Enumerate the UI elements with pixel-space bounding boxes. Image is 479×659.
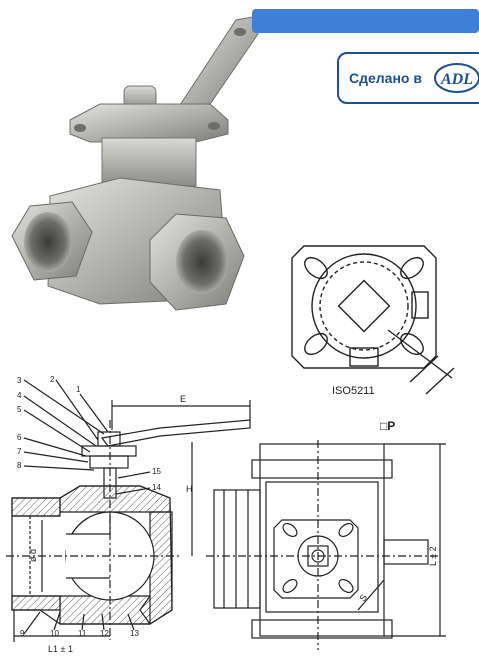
callout-4: 4	[17, 391, 22, 400]
callout-13: 13	[130, 629, 139, 638]
mounting-pad	[69, 103, 229, 143]
handle-grip	[252, 9, 479, 33]
square-size-label: □P	[380, 419, 395, 433]
dim-L2-label: L ± 2	[428, 546, 438, 566]
callout-14: 14	[152, 483, 161, 492]
callout-8: 8	[17, 461, 22, 470]
iso-label: ISO5211	[332, 385, 375, 397]
callout-3: 3	[17, 376, 22, 385]
made-in-text: Сделано в	[349, 70, 422, 86]
callout-12: 12	[100, 629, 109, 638]
made-in-badge: Сделано в ADL	[337, 52, 479, 104]
callout-7: 7	[17, 447, 22, 456]
dim-H-label: H	[186, 484, 193, 494]
callout-15: 15	[152, 467, 161, 476]
dim-E-label: E	[180, 394, 186, 404]
dim-L1-label: L1 ± 1	[48, 644, 73, 654]
valve-photo	[11, 9, 479, 311]
callout-5: 5	[17, 405, 22, 414]
callout-6: 6	[17, 433, 22, 442]
callout-9: 9	[20, 629, 25, 638]
valve-handle	[177, 15, 259, 111]
dim-d-label: ø d	[28, 549, 38, 562]
callout-1: 1	[76, 385, 81, 394]
callout-11: 11	[78, 629, 87, 638]
callout-10: 10	[50, 629, 59, 638]
svg-text:ADL: ADL	[440, 71, 473, 88]
callout-2: 2	[50, 375, 55, 384]
dim-S-label: S	[357, 592, 369, 603]
adl-logo: ADL	[434, 63, 479, 93]
